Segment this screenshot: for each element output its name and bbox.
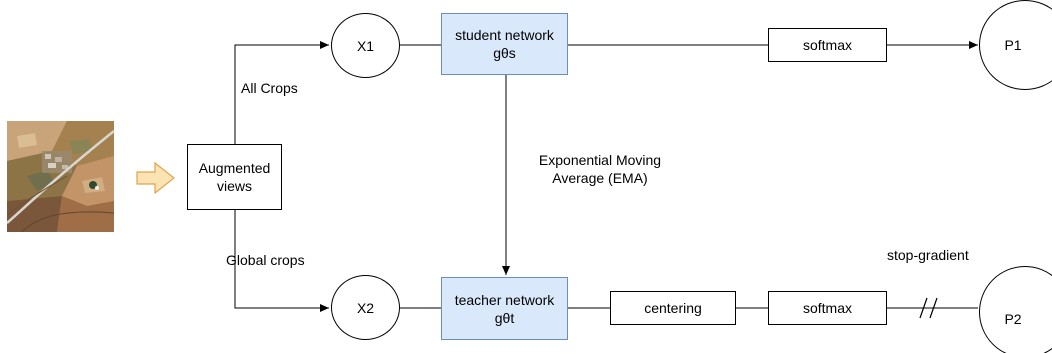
ema-label-line2: Average (EMA) [552, 170, 648, 186]
teacher-network-line2: gθt [494, 309, 515, 326]
p1-node: P1 [979, 0, 1052, 90]
satellite-image-icon [7, 121, 114, 232]
softmax-top-box: softmax [768, 28, 887, 62]
softmax-bottom-label: softmax [802, 300, 852, 316]
x1-label: X1 [356, 37, 375, 54]
teacher-network-box: teacher network gθt [441, 277, 568, 340]
student-network-box: student network gθs [441, 13, 568, 75]
p2-node: P2 [979, 266, 1052, 353]
centering-label: centering [644, 300, 702, 316]
softmax-top-label: softmax [802, 37, 852, 53]
x2-node: X2 [331, 275, 400, 340]
edge-augmented-to-x1 [234, 41, 329, 144]
global-crops-label: Global crops [226, 252, 305, 268]
augmented-views-line2: views [216, 178, 252, 194]
all-crops-label: All Crops [241, 80, 298, 96]
ema-label: Exponential Moving Average (EMA) [522, 151, 678, 187]
stop-gradient-label: stop-gradient [887, 247, 969, 263]
teacher-network-line1: teacher network [454, 291, 555, 308]
softmax-bottom-box: softmax [768, 291, 887, 325]
p1-label: P1 [1004, 37, 1022, 53]
ema-label-line1: Exponential Moving [538, 152, 662, 168]
augmented-views-box: Augmented views [187, 144, 282, 210]
x1-node: X1 [331, 13, 400, 78]
edge-augmented-to-x2 [234, 210, 329, 312]
centering-box: centering [610, 291, 736, 325]
x2-label: X2 [356, 299, 375, 316]
student-network-line2: gθs [493, 45, 516, 61]
augmented-views-line1: Augmented [198, 160, 271, 176]
input-arrow-icon [136, 161, 175, 195]
student-network-line1: student network [455, 27, 554, 43]
p2-label: P2 [1004, 311, 1022, 327]
stop-gradient-mark [919, 297, 938, 319]
satellite-image [7, 121, 114, 232]
